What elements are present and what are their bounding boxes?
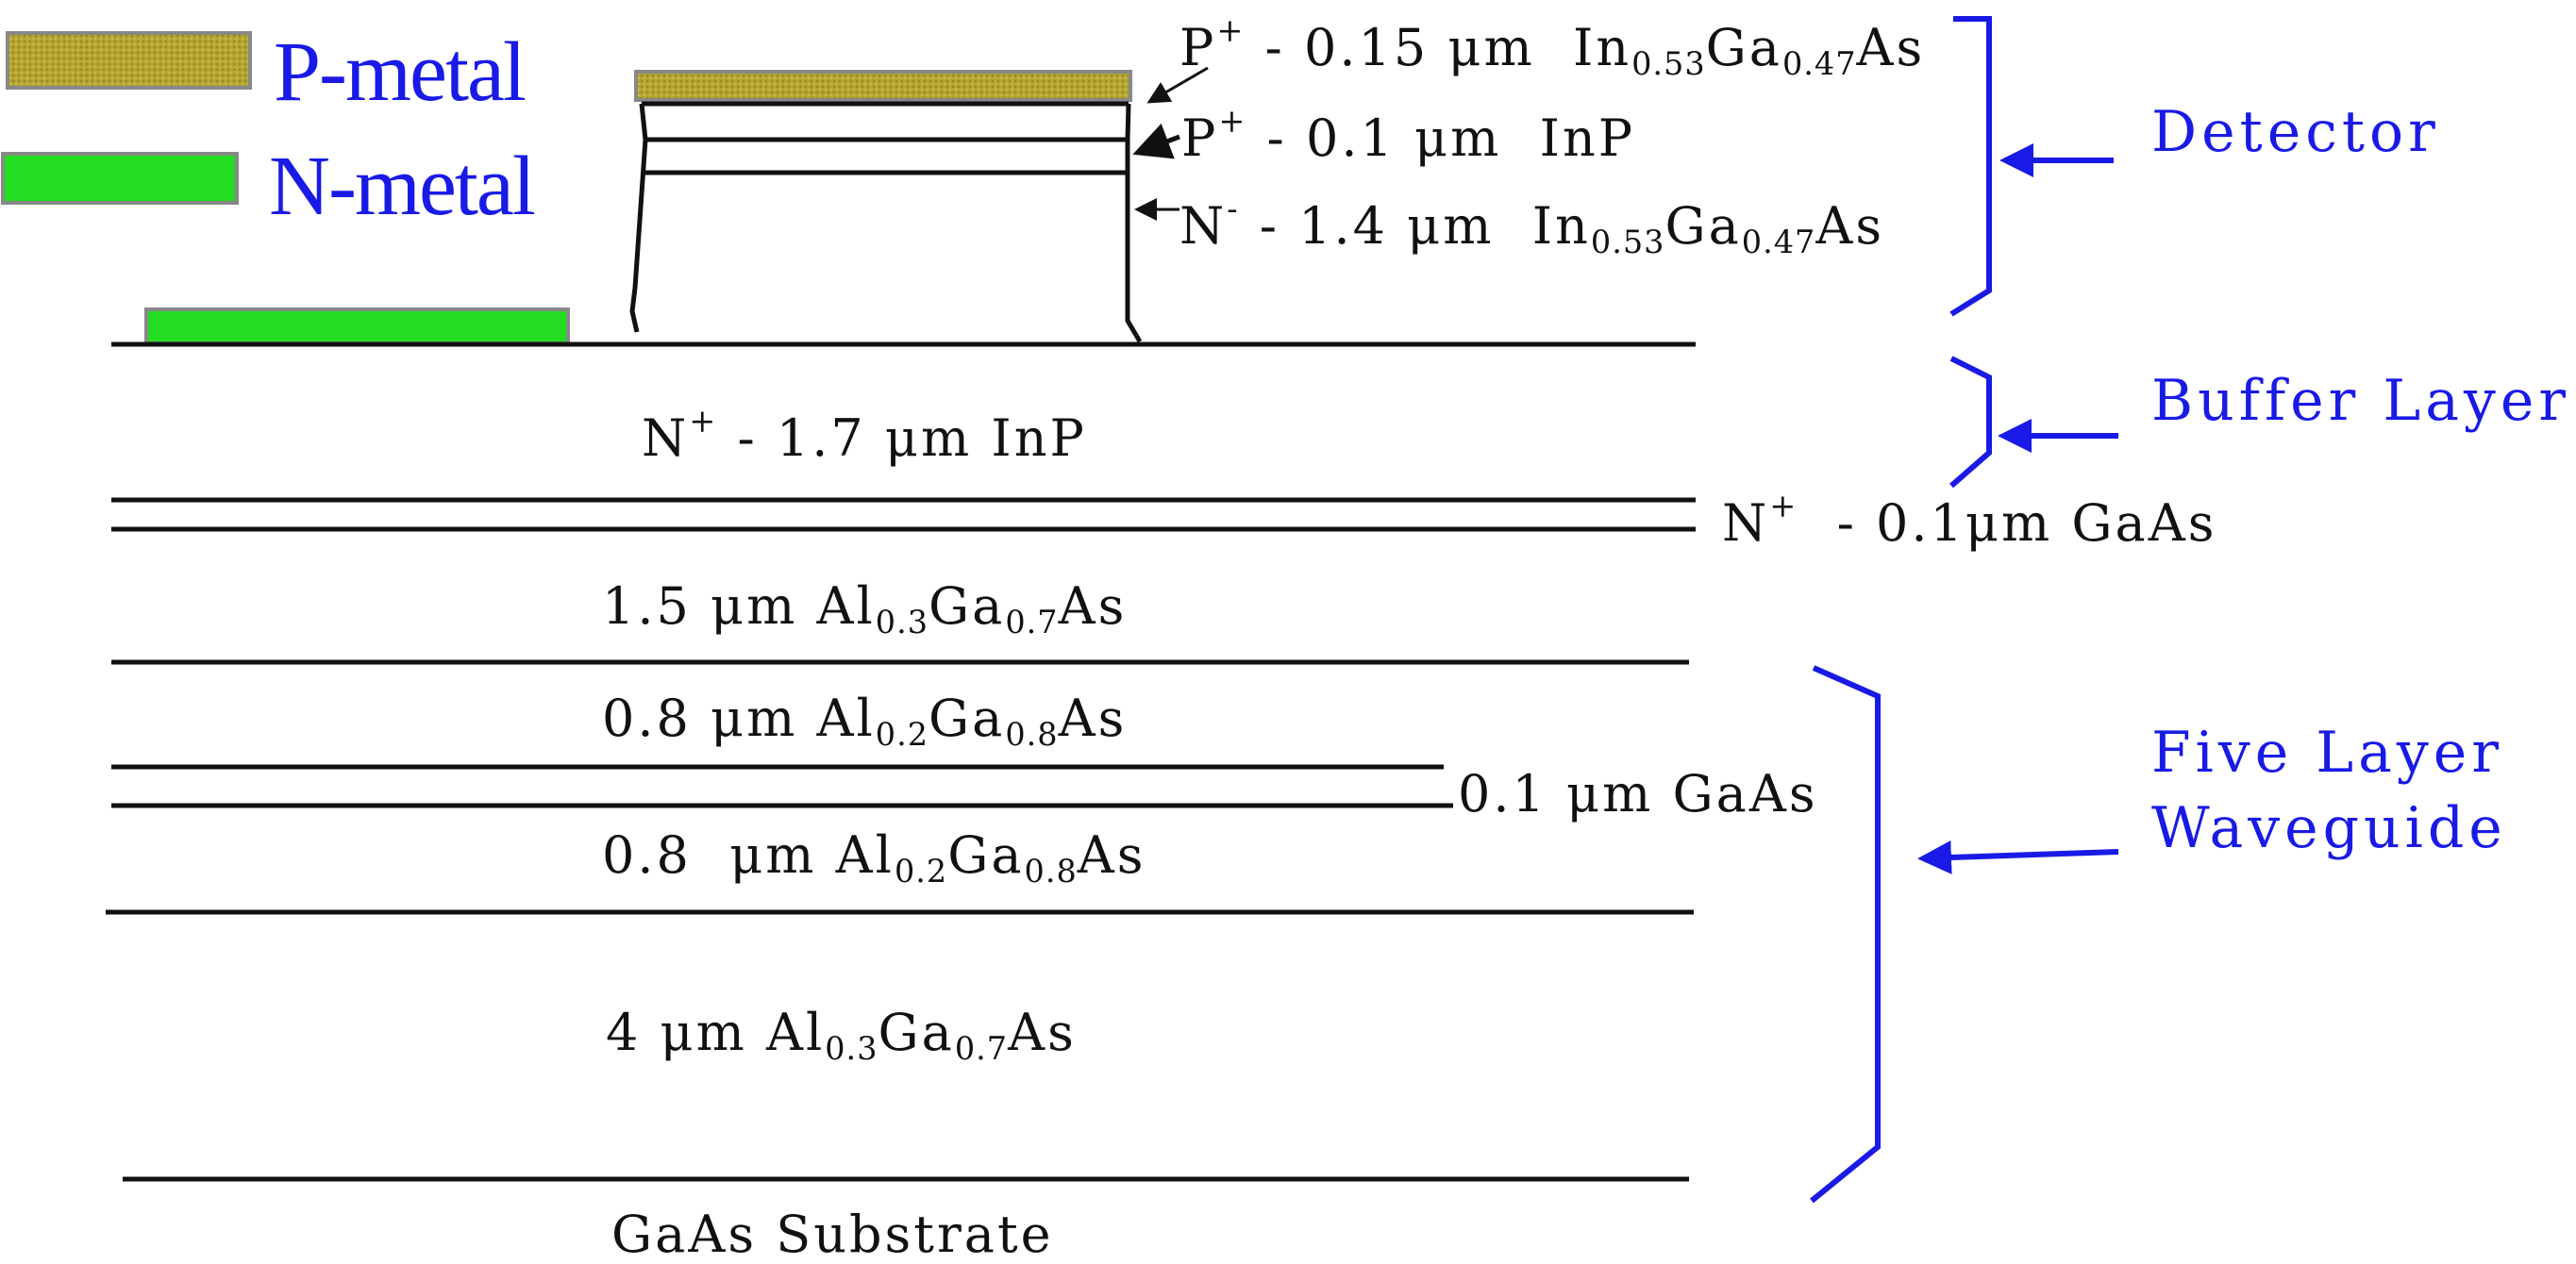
p-ingaas-layer-label: P+ - 0.15 μm In0.53Ga0.47As: [1179, 12, 1926, 83]
substrate-label: GaAs Substrate: [611, 1205, 1054, 1264]
mesa-left-wall: [629, 103, 648, 333]
algaas-cladding-upper-label: 1.5 μm Al0.3Ga0.7As: [602, 576, 1128, 641]
detector-bracket: [1949, 16, 1992, 317]
leader-arrow: [1146, 66, 1209, 104]
mesa-right-wall: [1125, 103, 1143, 343]
n-metal-legend-label: N-metal: [269, 140, 536, 233]
buffer-bracket: [1949, 356, 1992, 489]
p-metal-swatch: [6, 31, 252, 90]
algaas-guide-upper-label: 0.8 μm Al0.2Ga0.8As: [602, 689, 1128, 754]
n-gaas-layer-label: N+ - 0.1μm GaAs: [1722, 488, 2217, 554]
n-ingaas-layer-label: N- - 1.4 μm In0.53Ga0.47As: [1179, 191, 1885, 261]
waveguide-bracket: [1810, 665, 1881, 1204]
n-metal-swatch: [1, 152, 239, 205]
n-inp-buffer-label: N+ - 1.7 μm InP: [642, 403, 1087, 469]
algaas-cladding-lower-label: 4 μm Al0.3Ga0.7As: [606, 1003, 1077, 1068]
algaas-guide-lower-label: 0.8 μm Al0.2Ga0.8As: [602, 825, 1146, 890]
n-metal-contact: [144, 308, 570, 345]
p-metal-legend-label: P-metal: [274, 25, 527, 119]
waveguide-pointer-arrow: [1917, 840, 2119, 874]
detector-label: Detector: [2151, 99, 2440, 165]
leader-arrow: [1132, 123, 1180, 159]
p-inp-layer-label: P+ - 0.1 μm InP: [1181, 103, 1636, 169]
waveguide-label-line-2: Waveguide: [2151, 795, 2507, 861]
waveguide-label-line-1: Five Layer: [2151, 720, 2503, 786]
gaas-core-label: 0.1 μm GaAs: [1458, 764, 1818, 823]
p-metal-contact: [634, 70, 1132, 102]
buffer-layer-label: Buffer Layer: [2151, 368, 2571, 434]
